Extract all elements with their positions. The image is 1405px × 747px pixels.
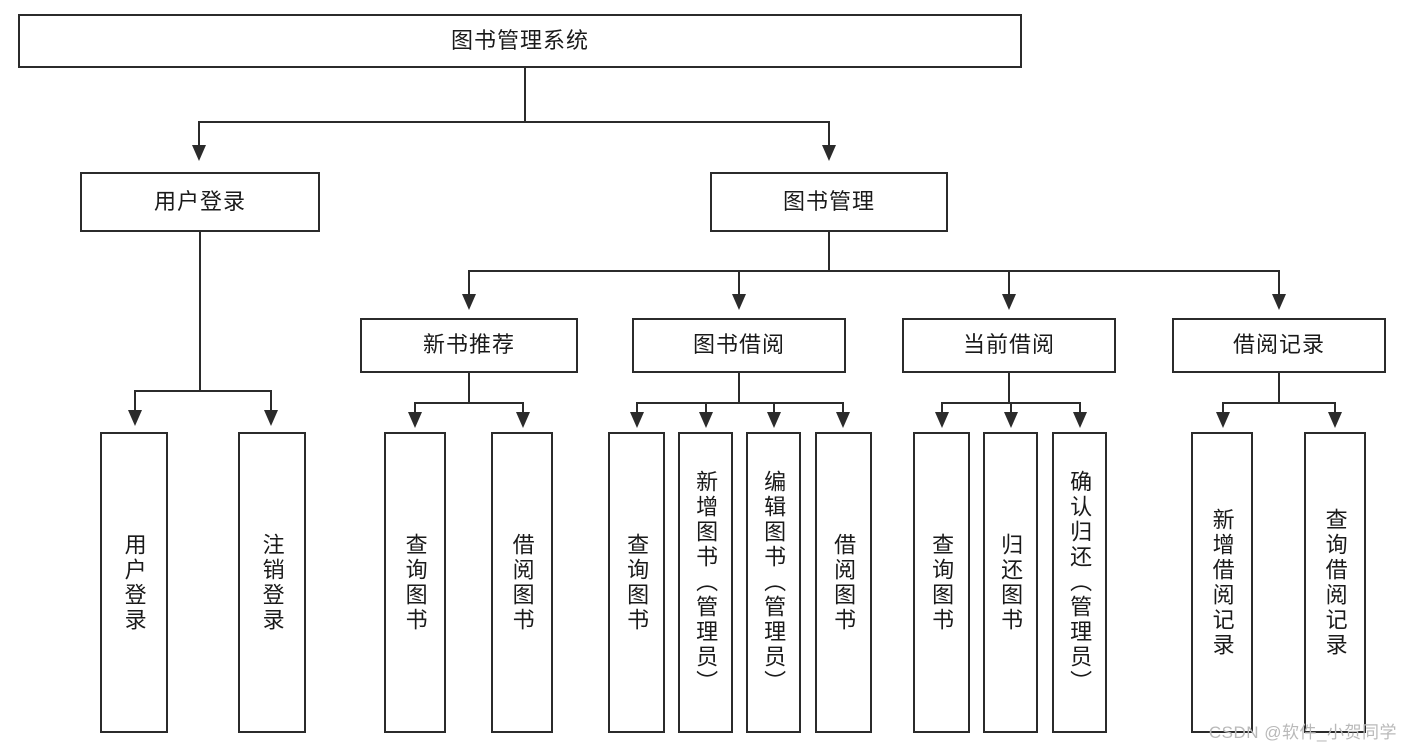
node-label: 当前借阅 (962, 332, 1055, 358)
csdn-watermark: CSDN @软件_小贺同学 (1208, 723, 1397, 742)
connector-new-book-drop-2 (522, 402, 524, 414)
connector-book-mgmt-drop-4 (1278, 270, 1280, 296)
node-label: 借阅图书 (509, 532, 535, 633)
connector-book-mgmt-bus (468, 270, 1280, 272)
node-label: 图书管理 (782, 188, 875, 214)
connector-user-login-drop-2 (270, 390, 272, 412)
arrowhead-book-borrow-leaf-3 (767, 412, 781, 428)
arrowhead-book-borrow-leaf-1 (630, 412, 644, 428)
connector-book-mgmt-stem (828, 232, 830, 270)
connector-book-borrow-drop-3 (773, 402, 775, 414)
connector-new-book-stem (468, 373, 470, 402)
arrowhead-book-mgmt-child-2 (732, 294, 746, 310)
connector-book-borrow-bus (636, 402, 844, 404)
arrowhead-current-borrow-leaf-3 (1073, 412, 1087, 428)
node-label: 用户登录 (153, 188, 246, 214)
node-label: 查询图书 (624, 532, 650, 633)
node-label: 查询借阅记录 (1322, 507, 1348, 658)
arrowhead-book-mgmt-child-3 (1002, 294, 1016, 310)
arrowhead-borrow-record-leaf-1 (1216, 412, 1230, 428)
connector-book-borrow-drop-4 (842, 402, 844, 414)
node-label: 借阅记录 (1232, 332, 1325, 358)
leaf-current-borrow-confirm-return-admin[interactable]: 确认归还（管理员） (1052, 432, 1107, 733)
node-label: 查询图书 (929, 532, 955, 633)
connector-new-book-bus (414, 402, 524, 404)
node-label: 新增图书（管理员） (693, 470, 719, 695)
arrowhead-user-login-leaf-2 (264, 410, 278, 426)
connector-book-mgmt-drop-2 (738, 270, 740, 296)
leaf-new-book-query-books[interactable]: 查询图书 (384, 432, 446, 733)
connector-user-login-bus (134, 390, 272, 392)
connector-root-to-user-login (198, 121, 200, 147)
node-root-library-system[interactable]: 图书管理系统 (18, 14, 1022, 68)
node-book-borrow[interactable]: 图书借阅 (632, 318, 846, 373)
node-label: 确认归还（管理员） (1067, 470, 1093, 695)
node-label: 注销登录 (259, 532, 285, 633)
node-label: 编辑图书（管理员） (761, 470, 787, 695)
connector-user-login-drop-1 (134, 390, 136, 412)
leaf-borrow-record-add-record[interactable]: 新增借阅记录 (1191, 432, 1253, 733)
connector-borrow-record-bus (1222, 402, 1336, 404)
arrowhead-new-book-leaf-1 (408, 412, 422, 428)
node-new-book-recommend[interactable]: 新书推荐 (360, 318, 578, 373)
connector-book-mgmt-drop-1 (468, 270, 470, 296)
arrowhead-root-to-user-login (192, 145, 206, 161)
connector-root-to-book-mgmt (828, 121, 830, 147)
connector-current-borrow-drop-3 (1079, 402, 1081, 414)
connector-current-borrow-drop-1 (941, 402, 943, 414)
leaf-new-book-borrow-books[interactable]: 借阅图书 (491, 432, 553, 733)
leaf-book-borrow-add-book-admin[interactable]: 新增图书（管理员） (678, 432, 733, 733)
connector-borrow-record-drop-2 (1334, 402, 1336, 414)
node-label: 归还图书 (998, 532, 1024, 633)
node-label: 用户登录 (121, 532, 147, 633)
leaf-book-borrow-borrow-books[interactable]: 借阅图书 (815, 432, 872, 733)
node-user-login[interactable]: 用户登录 (80, 172, 320, 232)
connector-borrow-record-stem (1278, 373, 1280, 402)
leaf-current-borrow-query-books[interactable]: 查询图书 (913, 432, 970, 733)
node-label: 图书管理系统 (450, 27, 589, 53)
connector-book-borrow-drop-2 (705, 402, 707, 414)
leaf-borrow-record-query-record[interactable]: 查询借阅记录 (1304, 432, 1366, 733)
arrowhead-book-mgmt-child-4 (1272, 294, 1286, 310)
node-label: 图书借阅 (692, 332, 785, 358)
leaf-book-borrow-query-books[interactable]: 查询图书 (608, 432, 665, 733)
node-label: 新增借阅记录 (1209, 507, 1235, 658)
node-label: 新书推荐 (422, 332, 515, 358)
node-label: 查询图书 (402, 532, 428, 633)
connector-book-borrow-drop-1 (636, 402, 638, 414)
connector-current-borrow-stem (1008, 373, 1010, 402)
node-borrow-record[interactable]: 借阅记录 (1172, 318, 1386, 373)
arrowhead-current-borrow-leaf-1 (935, 412, 949, 428)
arrowhead-user-login-leaf-1 (128, 410, 142, 426)
connector-current-borrow-drop-2 (1010, 402, 1012, 414)
connector-root-bus (198, 121, 830, 123)
arrowhead-root-to-book-mgmt (822, 145, 836, 161)
leaf-user-login-signin[interactable]: 用户登录 (100, 432, 168, 733)
arrowhead-book-mgmt-child-1 (462, 294, 476, 310)
leaf-book-borrow-edit-book-admin[interactable]: 编辑图书（管理员） (746, 432, 801, 733)
node-current-borrow[interactable]: 当前借阅 (902, 318, 1116, 373)
node-book-management[interactable]: 图书管理 (710, 172, 948, 232)
leaf-user-login-signout[interactable]: 注销登录 (238, 432, 306, 733)
connector-book-borrow-stem (738, 373, 740, 402)
connector-user-login-stem (199, 232, 201, 390)
arrowhead-book-borrow-leaf-2 (699, 412, 713, 428)
node-label: 借阅图书 (831, 532, 857, 633)
connector-root-stem (524, 68, 526, 121)
connector-book-mgmt-drop-3 (1008, 270, 1010, 296)
arrowhead-new-book-leaf-2 (516, 412, 530, 428)
leaf-current-borrow-return-books[interactable]: 归还图书 (983, 432, 1038, 733)
connector-borrow-record-drop-1 (1222, 402, 1224, 414)
arrowhead-book-borrow-leaf-4 (836, 412, 850, 428)
arrowhead-current-borrow-leaf-2 (1004, 412, 1018, 428)
arrowhead-borrow-record-leaf-2 (1328, 412, 1342, 428)
connector-new-book-drop-1 (414, 402, 416, 414)
